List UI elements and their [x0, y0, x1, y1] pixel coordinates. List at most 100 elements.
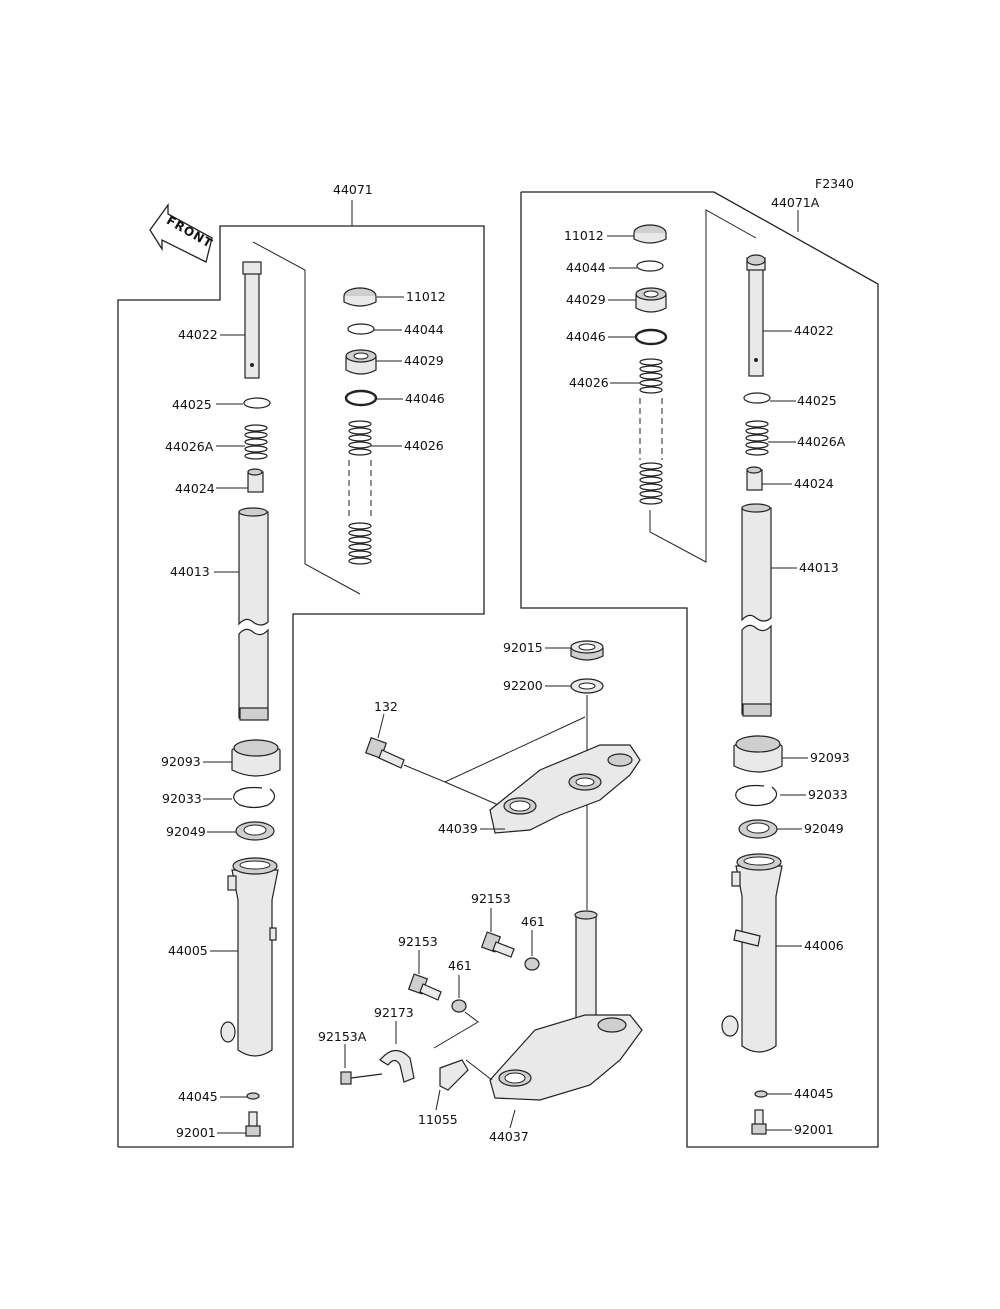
- bracket-11055: [439, 1059, 469, 1091]
- spring-44026A-right: [745, 420, 769, 456]
- outer-tube-44006-right: [721, 853, 783, 1053]
- callout-11012-right: 11012: [564, 228, 604, 243]
- lower-bracket-44037: [489, 910, 643, 1101]
- callout-44026-left: 44026: [404, 438, 444, 453]
- callout-44026-right: 44026: [569, 375, 609, 390]
- spacer-44029-left: [345, 349, 377, 375]
- callout-44005-left: 44005: [168, 943, 208, 958]
- callout-44044-right: 44044: [566, 260, 606, 275]
- ring-44025-left: [243, 397, 271, 409]
- callout-92153-b: 92153: [398, 934, 438, 949]
- callout-44025-right: 44025: [797, 393, 837, 408]
- callout-44022-right: 44022: [794, 323, 834, 338]
- bolt-92153A: [340, 1071, 383, 1085]
- callout-92153-a: 92153: [471, 891, 511, 906]
- washer-461-a: [524, 957, 540, 971]
- callout-44025-left: 44025: [172, 397, 212, 412]
- figure-code: F2340: [815, 176, 854, 191]
- callout-44024-right: 44024: [794, 476, 834, 491]
- callout-92153A: 92153A: [318, 1029, 367, 1044]
- callout-92033-left: 92033: [162, 791, 202, 806]
- ring-44025-right: [743, 392, 771, 404]
- callout-44045-left: 44045: [178, 1089, 218, 1104]
- callout-461-a: 461: [521, 914, 545, 929]
- callout-44046-left: 44046: [405, 391, 445, 406]
- ring-44044-right: [636, 260, 664, 272]
- callout-44044-left: 44044: [404, 322, 444, 337]
- callout-44013-left: 44013: [170, 564, 210, 579]
- o-ring-44046-left: [344, 389, 378, 407]
- bolt-132: [364, 736, 405, 769]
- washer-461-b: [451, 999, 467, 1013]
- callout-44029-right: 44029: [566, 292, 606, 307]
- right-fork-parts: [607, 224, 808, 1135]
- callout-44046-right: 44046: [566, 329, 606, 344]
- bolt-92153-a: [480, 931, 515, 958]
- callout-44029-left: 44029: [404, 353, 444, 368]
- nut-92015: [570, 640, 604, 661]
- callout-44026A-right: 44026A: [797, 434, 846, 449]
- washer-44045-right: [754, 1090, 768, 1098]
- left-fork-frame: 44071: [117, 182, 485, 1148]
- callout-92033-right: 92033: [808, 787, 848, 802]
- damper-rod-44022-right: [746, 254, 766, 377]
- ring-44044-left: [347, 323, 375, 335]
- cap-11012-right: [633, 224, 667, 244]
- left-callout-labels: 11012 44044 44029 44046 44026 44022 4402…: [161, 289, 446, 1140]
- outer-tube-44005-left: [220, 857, 279, 1057]
- fork-spring-44026-right: [639, 358, 663, 505]
- oil-seal-92049-right: [738, 819, 778, 839]
- right-assembly-code: 44071A: [771, 195, 820, 210]
- collar-44024-right: [746, 466, 763, 491]
- callout-44026A-left: 44026A: [165, 439, 214, 454]
- dust-seal-92093-right: [733, 735, 783, 773]
- o-ring-44046-right: [634, 328, 668, 346]
- inner-tube-44013-left: [238, 507, 269, 721]
- center-callout-labels: 92015 92200 132 44039 92153 461 92153 46…: [318, 640, 545, 1144]
- inner-tube-44013-right: [741, 503, 772, 717]
- washer-44045-left: [246, 1092, 260, 1100]
- callout-44022-left: 44022: [178, 327, 218, 342]
- bolt-92001-left: [245, 1111, 261, 1137]
- callout-44006-right: 44006: [804, 938, 844, 953]
- callout-92049-left: 92049: [166, 824, 206, 839]
- steering-stem-parts: [340, 640, 643, 1129]
- front-arrow-icon: FRONT: [149, 202, 215, 263]
- callout-44039: 44039: [438, 821, 478, 836]
- left-assembly-code: 44071: [333, 182, 373, 197]
- callout-132: 132: [374, 699, 398, 714]
- bolt-92001-right: [751, 1109, 767, 1135]
- callout-44045-right: 44045: [794, 1086, 834, 1101]
- clamp-92173: [379, 1049, 415, 1083]
- washer-92200: [570, 678, 604, 694]
- callout-92093-right: 92093: [810, 750, 850, 765]
- callout-44013-right: 44013: [799, 560, 839, 575]
- dust-seal-92093-left: [231, 739, 281, 777]
- right-callout-labels: 11012 44044 44029 44046 44026 44022 4402…: [564, 228, 850, 1137]
- callout-92173: 92173: [374, 1005, 414, 1020]
- callout-92001-left: 92001: [176, 1125, 216, 1140]
- fork-spring-44026-left: [348, 420, 372, 565]
- circlip-92033-left: [233, 786, 276, 809]
- callout-92015: 92015: [503, 640, 543, 655]
- callout-92093-left: 92093: [161, 754, 201, 769]
- right-fork-frame: 44071A: [520, 191, 879, 1148]
- upper-bracket-44039: [489, 744, 641, 834]
- bolt-92153-b: [407, 973, 442, 1001]
- collar-44024-left: [247, 468, 264, 493]
- callout-44037: 44037: [489, 1129, 529, 1144]
- callout-92200: 92200: [503, 678, 543, 693]
- callout-11055: 11055: [418, 1112, 458, 1127]
- circlip-92033-right: [735, 784, 778, 807]
- callout-11012-left: 11012: [406, 289, 446, 304]
- oil-seal-92049-left: [235, 821, 275, 841]
- callout-461-b: 461: [448, 958, 472, 973]
- left-fork-parts: [203, 261, 404, 1137]
- damper-rod-44022-left: [242, 261, 262, 379]
- cap-11012-left: [343, 287, 377, 307]
- spring-44026A-left: [244, 424, 268, 460]
- callout-44024-left: 44024: [175, 481, 215, 496]
- callout-92001-right: 92001: [794, 1122, 834, 1137]
- spacer-44029-right: [635, 287, 667, 313]
